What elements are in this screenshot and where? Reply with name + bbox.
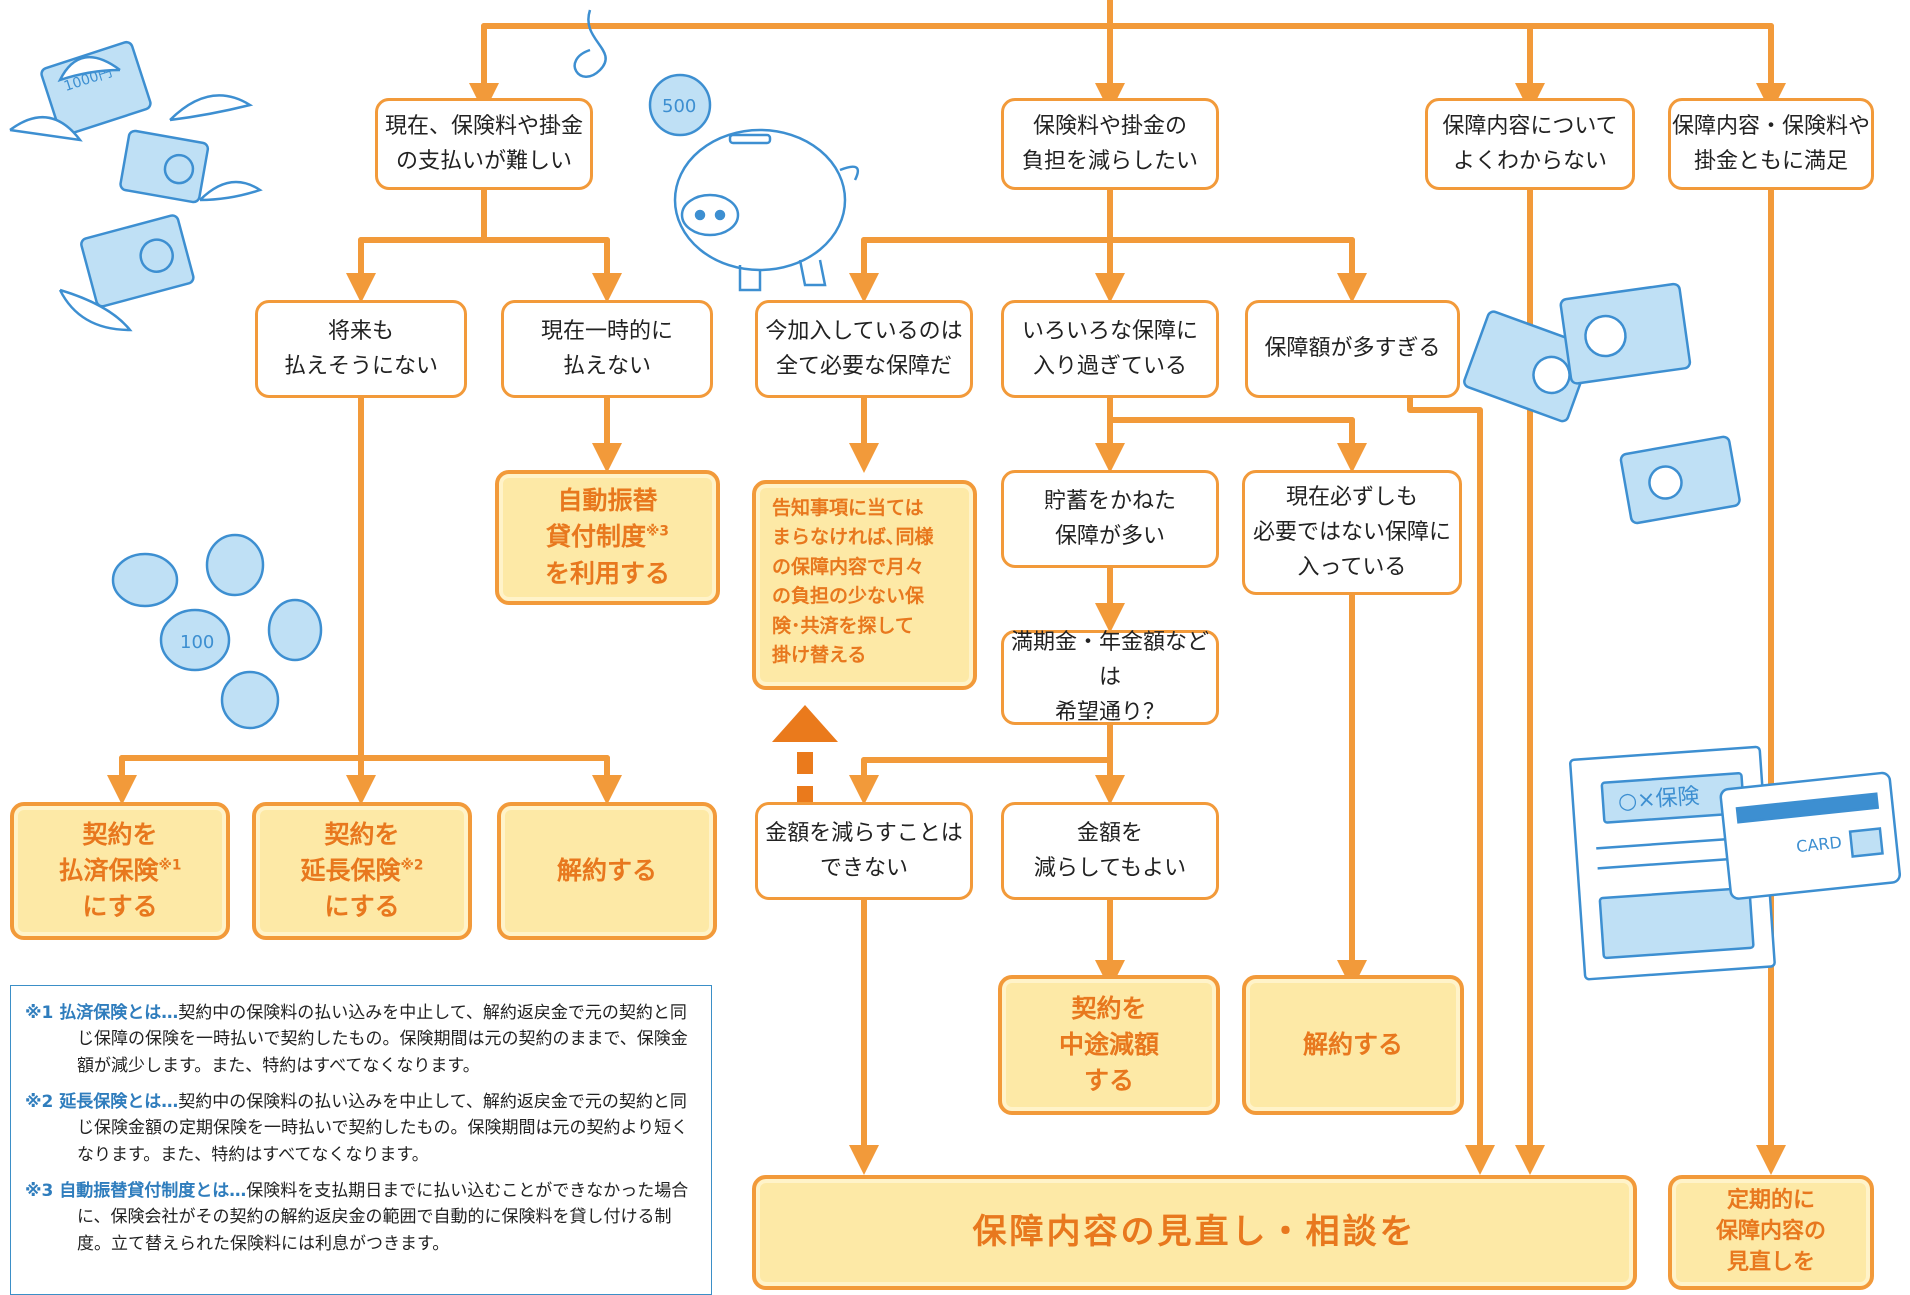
question-maturity-ok: 満期金・年金額などは 希望通り？ xyxy=(1001,630,1219,725)
footnotes-panel: ※1 払済保険とは…契約中の保険料の払い込みを中止して、解約返戻金で元の契約と同… xyxy=(10,985,712,1295)
svg-text:○×保険: ○×保険 xyxy=(1617,784,1700,815)
question-satisfied: 保障内容・保険料や 掛金ともに満足 xyxy=(1668,98,1874,190)
flow-lines xyxy=(107,0,1786,1175)
question-can-reduce: 金額を 減らしてもよい xyxy=(1001,802,1219,900)
result-paid-up-insurance: 契約を 払済保険※1 にする xyxy=(10,802,230,940)
question-too-many: いろいろな保障に 入り過ぎている xyxy=(1001,300,1219,398)
svg-text:500: 500 xyxy=(662,96,696,117)
footnote-2: ※2 延長保険とは…契約中の保険料の払い込みを中止して、解約返戻金で元の契約と同… xyxy=(25,1092,689,1165)
question-unnecessary: 現在必ずしも 必要ではない保障に 入っている xyxy=(1242,470,1462,595)
svg-text:100: 100 xyxy=(180,632,214,653)
question-future-unable: 将来も 払えそうにない xyxy=(255,300,467,398)
svg-text:CARD: CARD xyxy=(1795,833,1842,857)
insurance-document-icon: ○×保険 CARD xyxy=(1569,745,1902,981)
result-automatic-loan: 自動振替 貸付制度※3 を利用する xyxy=(495,470,720,605)
question-savings-type: 貯蓄をかねた 保障が多い xyxy=(1001,470,1219,568)
result-cancel-left: 解約する xyxy=(497,802,717,940)
up-arrow-icon xyxy=(772,705,838,808)
scattered-bills-icon xyxy=(1463,282,1741,525)
flying-money-icon: 1000円 xyxy=(9,40,263,332)
result-switch-policy: 告知事項に当ては まらなければ､同様 の保障内容で月々 の負担の少ない保 険･共… xyxy=(752,480,977,690)
coins-icon: 100 xyxy=(111,533,323,730)
question-cannot-reduce: 金額を減らすことは できない xyxy=(755,802,973,900)
result-extended-insurance: 契約を 延長保険※2 にする xyxy=(252,802,472,940)
footnote-1: ※1 払済保険とは…契約中の保険料の払い込みを中止して、解約返戻金で元の契約と同… xyxy=(25,1003,688,1076)
question-amount-too-high: 保障額が多すぎる xyxy=(1245,300,1460,398)
piggy-bank-icon: 500 xyxy=(573,9,860,292)
question-reduce-burden: 保険料や掛金の 負担を減らしたい xyxy=(1001,98,1219,190)
footnote-3: ※3 自動振替貸付制度とは…保険料を支払期日までに払い込むことができなかった場合… xyxy=(25,1181,689,1254)
result-reduce-midterm: 契約を 中途減額 する xyxy=(998,975,1220,1115)
result-cancel-middle: 解約する xyxy=(1242,975,1464,1115)
result-review-consult: 保障内容の見直し・相談を xyxy=(752,1175,1637,1290)
question-unclear-coverage: 保障内容について よくわからない xyxy=(1425,98,1635,190)
question-temporarily-unable: 現在一時的に 払えない xyxy=(501,300,713,398)
result-periodic-review: 定期的に 保障内容の 見直しを xyxy=(1668,1175,1874,1290)
question-hard-to-pay: 現在、保険料や掛金 の支払いが難しい xyxy=(375,98,593,190)
question-all-needed: 今加入しているのは 全て必要な保障だ xyxy=(755,300,973,398)
